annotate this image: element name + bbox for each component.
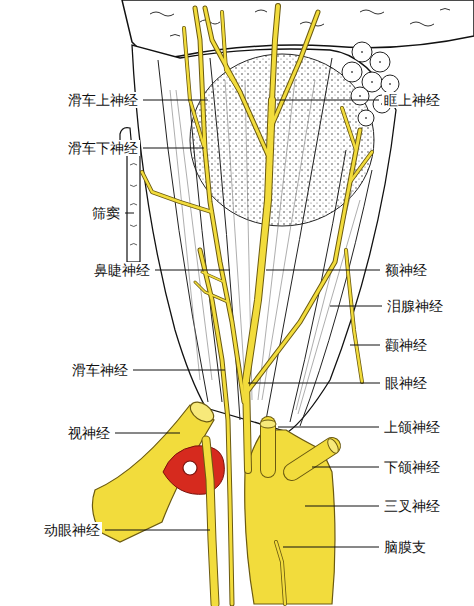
- part-label: 滑车下神经: [66, 140, 140, 156]
- part-label: 眼神经: [383, 375, 429, 391]
- leader-line: [248, 383, 380, 384]
- part-label: 鼻睫神经: [92, 262, 152, 278]
- part-label: 脑膜支: [382, 539, 428, 555]
- part-label: 额神经: [383, 262, 429, 278]
- leader-line: [278, 427, 379, 428]
- leader-line: [105, 530, 210, 531]
- part-label: 动眼神经: [42, 522, 102, 538]
- leader-line: [115, 433, 180, 434]
- leader-line: [305, 506, 379, 507]
- part-label: 滑车上神经: [66, 92, 140, 108]
- part-label: 上颌神经: [382, 419, 442, 435]
- leader-line: [283, 547, 379, 548]
- leader-line: [330, 306, 382, 307]
- leader-line: [125, 213, 134, 214]
- leader-line: [133, 370, 225, 371]
- leader-line: [312, 467, 379, 468]
- part-label: 三叉神经: [382, 498, 442, 514]
- part-label: 颧神经: [383, 337, 429, 353]
- leader-line: [350, 345, 380, 346]
- leader-line: [143, 100, 208, 101]
- part-label: 眶上神经: [382, 92, 442, 108]
- part-label: 筛窦: [90, 205, 122, 221]
- leader-line: [143, 148, 204, 149]
- leader-line: [155, 270, 230, 271]
- part-label: 下颌神经: [382, 459, 442, 475]
- part-label: 滑车神经: [70, 362, 130, 378]
- part-label: 视神经: [66, 425, 112, 441]
- leader-line: [276, 100, 379, 101]
- part-label: 泪腺神经: [385, 298, 445, 314]
- leader-line: [266, 270, 380, 271]
